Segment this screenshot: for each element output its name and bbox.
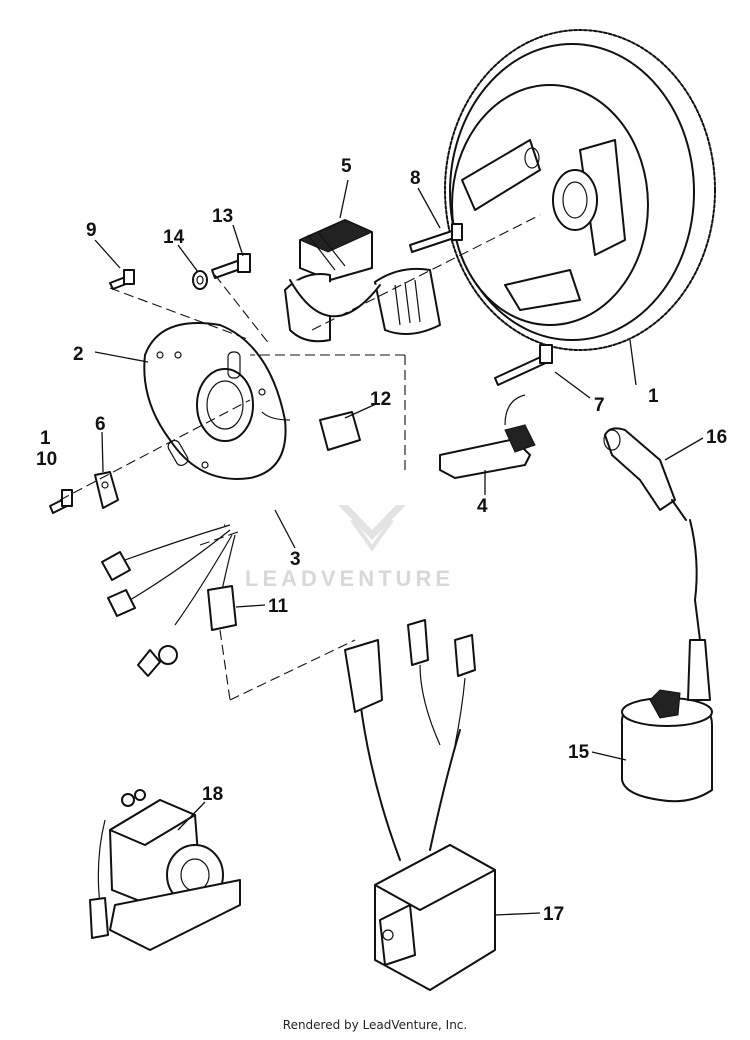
screw-9 (109, 269, 135, 290)
callout-10: 10 (36, 449, 57, 470)
callout-5: 5 (341, 156, 352, 177)
watermark-logo: LEADVENTURE (245, 505, 454, 591)
callout-6: 6 (95, 414, 106, 435)
callout-14: 14 (163, 227, 185, 248)
ignition-coil (620, 519, 713, 803)
wire-harness (101, 411, 370, 677)
starter-solenoid (89, 789, 241, 951)
stator-plate (143, 322, 287, 480)
condenser-4 (439, 394, 536, 479)
callout-9: 9 (86, 220, 97, 241)
screw-8 (409, 223, 463, 253)
callout-18: 18 (202, 784, 223, 805)
callout-17: 17 (543, 904, 564, 925)
callout-1-secondary: 1 (40, 428, 51, 449)
callout-7: 7 (594, 395, 605, 416)
callout-13: 13 (212, 206, 233, 227)
screw-10 (49, 489, 73, 514)
footer-credit: Rendered by LeadVenture, Inc. (282, 1018, 468, 1032)
callout-12: 12 (370, 389, 391, 410)
callout-11: 11 (268, 596, 289, 617)
callout-16: 16 (706, 427, 727, 448)
callout-labels: 1 1 2 3 4 5 6 7 8 9 10 11 12 13 14 15 16… (36, 156, 727, 925)
washer-14 (192, 270, 208, 290)
leader-lines (94, 179, 704, 916)
callout-3: 3 (290, 549, 301, 570)
clamp-6 (94, 471, 119, 509)
callout-1: 1 (648, 386, 659, 407)
callout-8: 8 (410, 168, 421, 189)
flywheel (444, 29, 716, 351)
stator-assembly (284, 219, 441, 343)
spark-plug-boot (603, 427, 687, 521)
screw-13 (211, 253, 251, 279)
callout-4: 4 (477, 496, 488, 517)
dashed-guides (59, 214, 541, 701)
cdi-module (344, 619, 496, 991)
callout-15: 15 (568, 742, 590, 763)
watermark-text: LEADVENTURE (245, 566, 454, 591)
screw-7 (494, 344, 553, 386)
callout-2: 2 (73, 344, 84, 365)
